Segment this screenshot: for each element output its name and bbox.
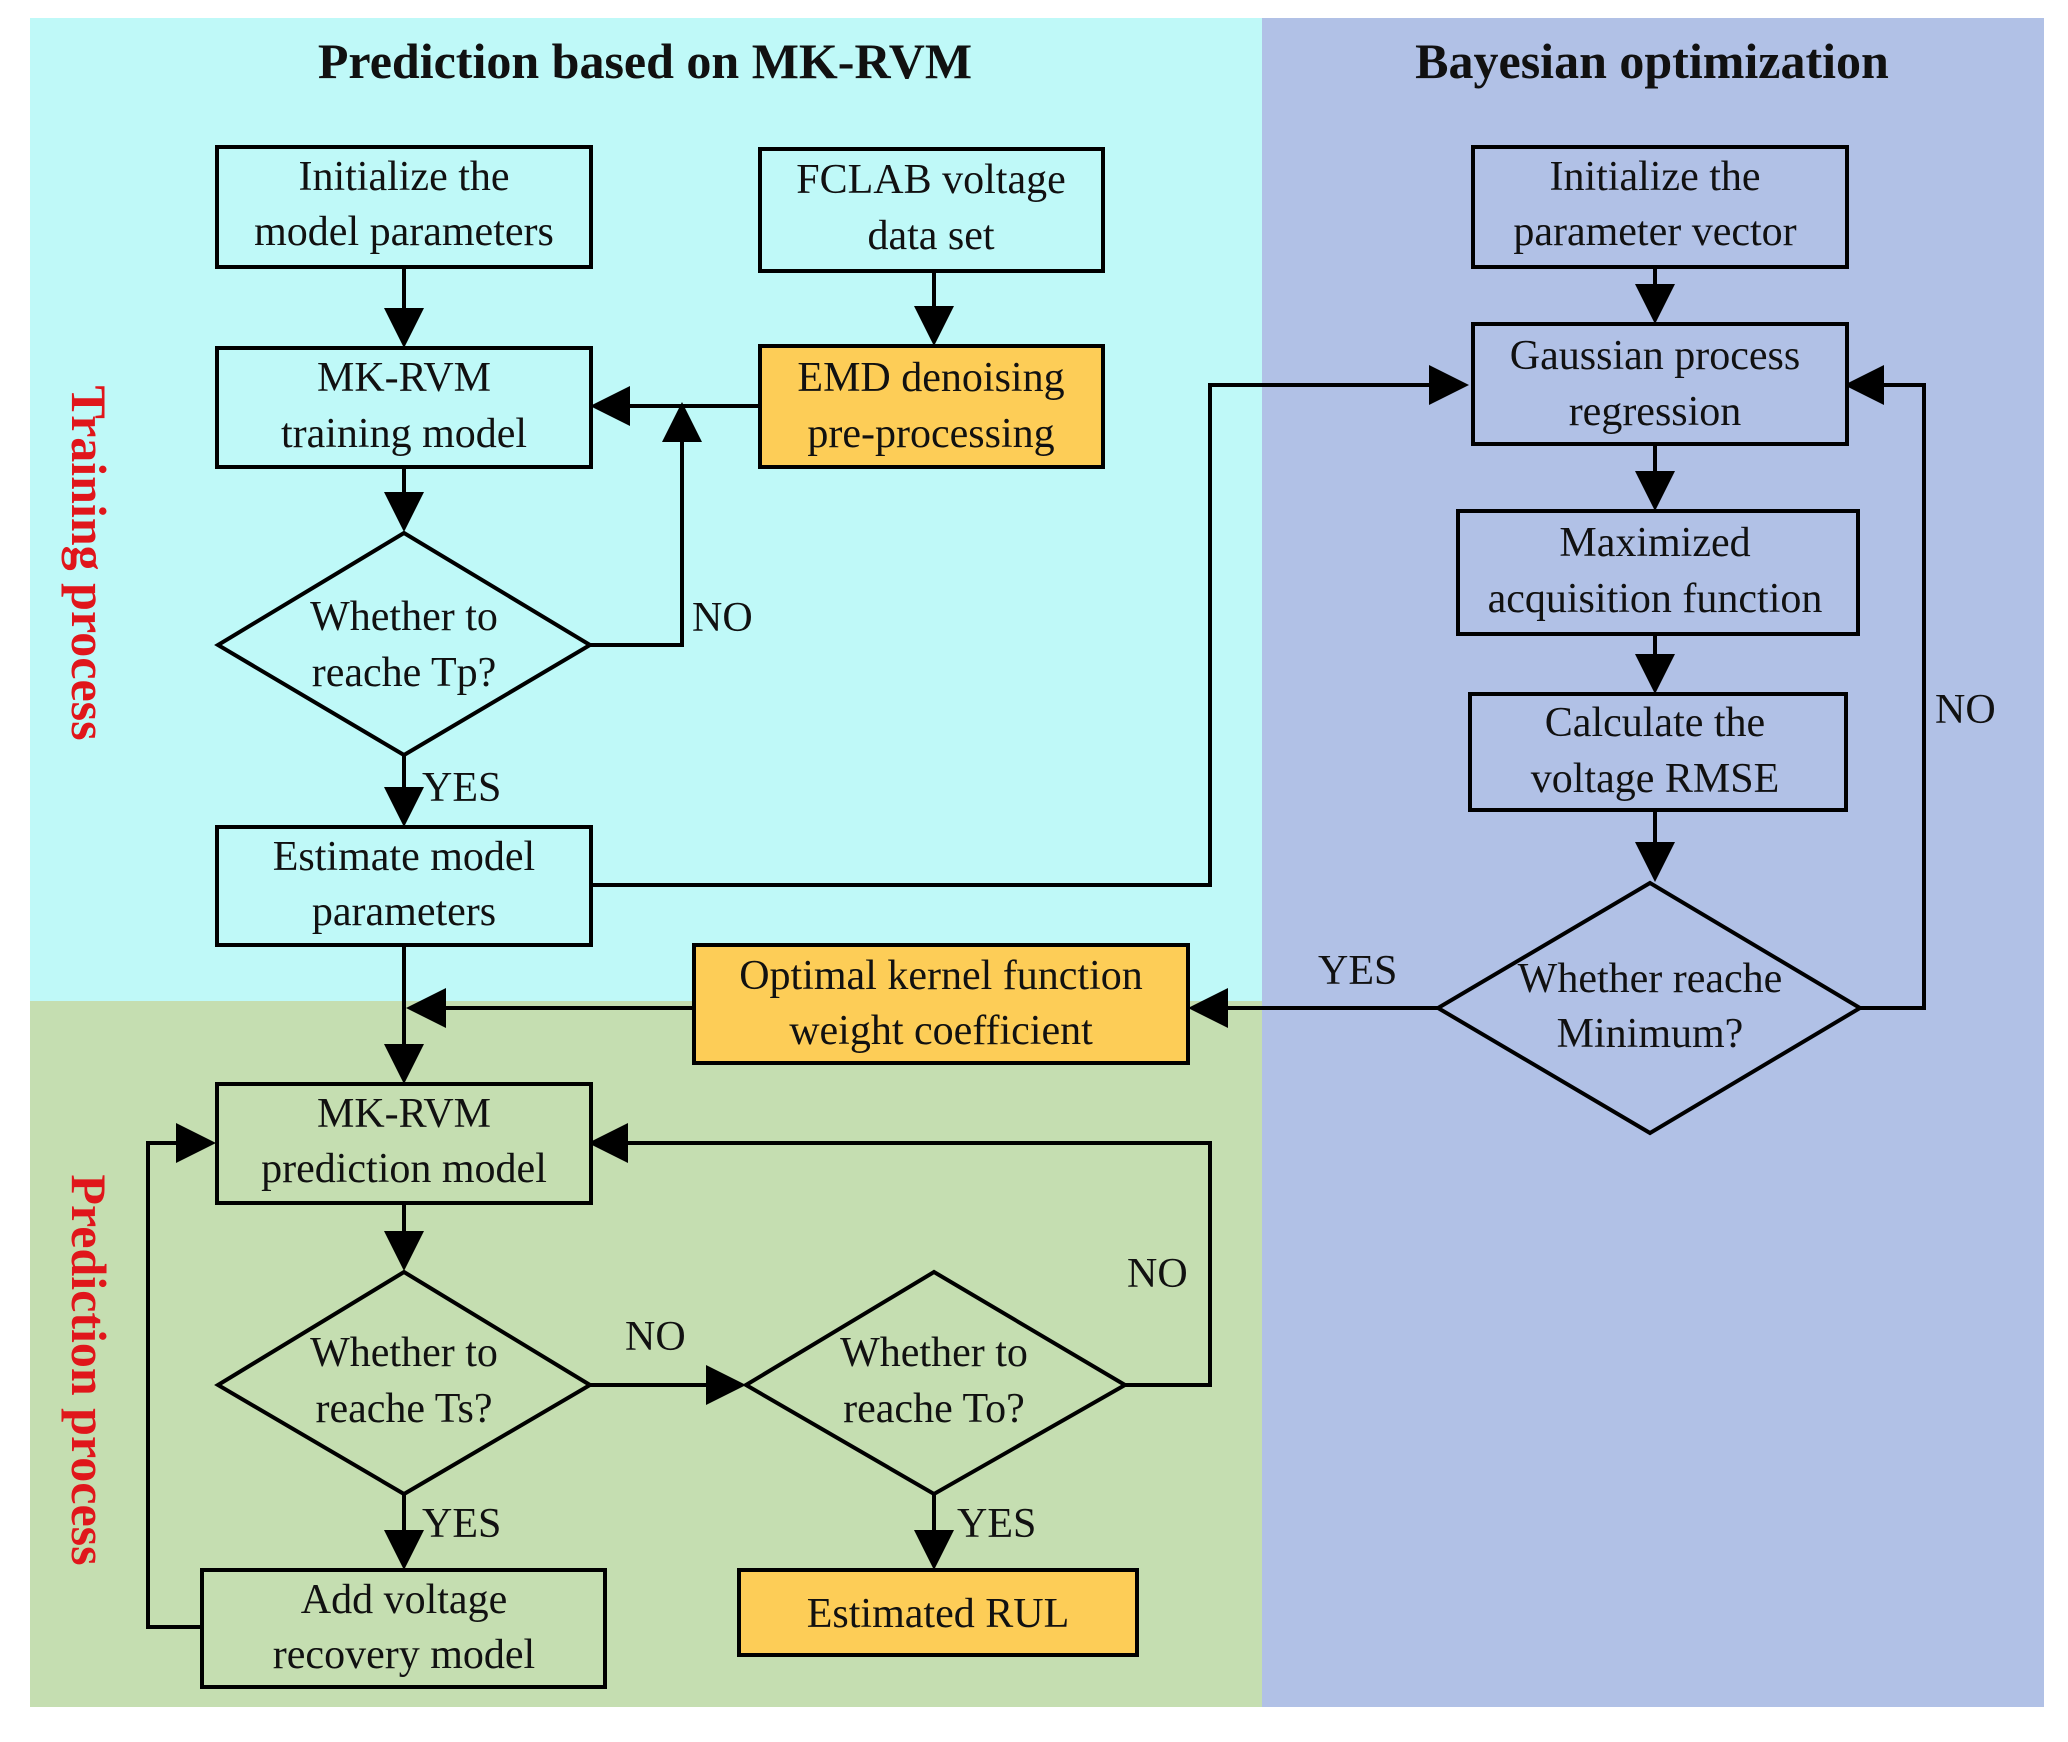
- side-label-training: Training process: [61, 385, 117, 740]
- node-rul: Estimated RUL: [737, 1568, 1139, 1657]
- svg-text:Gaussian process: Gaussian process: [1510, 333, 1800, 379]
- svg-text:regression: regression: [1569, 389, 1742, 435]
- header-left: Prediction based on MK-RVM: [318, 33, 972, 89]
- svg-text:Whether to: Whether to: [310, 594, 498, 640]
- node-reach-ts: Whether to reache Ts?: [214, 1269, 594, 1497]
- label-to-yes: YES: [957, 1501, 1036, 1547]
- svg-text:reache Tp?: reache Tp?: [312, 650, 497, 696]
- label-tp-no: NO: [692, 595, 753, 641]
- node-reach-tp: Whether to reache Tp?: [214, 530, 594, 758]
- node-optimal: Optimal kernel function weight coefficie…: [692, 943, 1190, 1065]
- node-acq: Maximized acquisition function: [1456, 509, 1860, 636]
- svg-text:data set: data set: [867, 213, 994, 259]
- svg-text:Estimated RUL: Estimated RUL: [807, 1591, 1069, 1637]
- node-add-voltage: Add voltage recovery model: [200, 1568, 607, 1689]
- svg-text:parameters: parameters: [312, 889, 496, 935]
- svg-text:pre-processing: pre-processing: [807, 411, 1054, 457]
- svg-text:voltage RMSE: voltage RMSE: [1531, 756, 1780, 802]
- label-tp-yes: YES: [422, 765, 501, 811]
- edge-add-to-pred: [146, 1123, 216, 1629]
- svg-text:reache To?: reache To?: [843, 1386, 1025, 1432]
- label-min-no: NO: [1935, 687, 1996, 733]
- label-to-no: NO: [1127, 1251, 1188, 1297]
- svg-text:MK-RVM: MK-RVM: [317, 1091, 491, 1137]
- svg-text:acquisition function: acquisition function: [1488, 576, 1823, 622]
- svg-text:parameter vector: parameter vector: [1513, 209, 1796, 255]
- node-gpr: Gaussian process regression: [1471, 322, 1849, 446]
- side-label-prediction: Prediction process: [61, 1174, 117, 1565]
- edges: [146, 267, 1926, 1629]
- svg-text:training model: training model: [281, 411, 527, 457]
- edge-estimate-to-gpr: [590, 365, 1469, 887]
- node-init-vector: Initialize the parameter vector: [1471, 145, 1849, 269]
- edge-to-no: [588, 1123, 1212, 1387]
- node-mkrvm-pred: MK-RVM prediction model: [215, 1082, 593, 1205]
- edge-tp-no: [590, 402, 702, 647]
- node-reach-min: Whether reache Minimum?: [1434, 880, 1864, 1136]
- edge-min-no: [1844, 365, 1926, 1010]
- node-mkrvm-train: MK-RVM training model: [215, 346, 593, 469]
- svg-text:Whether reache: Whether reache: [1518, 956, 1783, 1002]
- svg-text:model parameters: model parameters: [254, 209, 554, 255]
- svg-text:FCLAB voltage: FCLAB voltage: [796, 157, 1066, 203]
- node-reach-to: Whether to reache To?: [742, 1269, 1129, 1497]
- svg-text:Optimal kernel function: Optimal kernel function: [739, 953, 1143, 999]
- svg-text:Calculate the: Calculate the: [1545, 700, 1765, 746]
- svg-text:Minimum?: Minimum?: [1557, 1011, 1744, 1057]
- svg-text:MK-RVM: MK-RVM: [317, 355, 491, 401]
- svg-text:Estimate model: Estimate model: [273, 834, 535, 880]
- svg-text:recovery model: recovery model: [273, 1632, 535, 1678]
- svg-text:Whether to: Whether to: [310, 1330, 498, 1376]
- svg-text:Add voltage: Add voltage: [301, 1577, 507, 1623]
- svg-text:weight coefficient: weight coefficient: [789, 1008, 1093, 1054]
- label-ts-no: NO: [625, 1314, 686, 1360]
- svg-text:Maximized: Maximized: [1559, 520, 1750, 566]
- svg-text:prediction model: prediction model: [261, 1146, 547, 1192]
- svg-text:Initialize the: Initialize the: [1549, 154, 1760, 200]
- node-init-model: Initialize the model parameters: [215, 145, 593, 269]
- svg-text:Whether to: Whether to: [840, 1330, 1028, 1376]
- header-right: Bayesian optimization: [1415, 33, 1889, 89]
- svg-text:Initialize the: Initialize the: [298, 154, 509, 200]
- label-min-yes: YES: [1318, 948, 1397, 994]
- label-ts-yes: YES: [422, 1501, 501, 1547]
- svg-text:EMD denoising: EMD denoising: [797, 355, 1064, 401]
- node-estimate: Estimate model parameters: [215, 825, 593, 947]
- node-rmse: Calculate the voltage RMSE: [1468, 692, 1848, 812]
- svg-text:reache Ts?: reache Ts?: [315, 1386, 492, 1432]
- node-emd: EMD denoising pre-processing: [758, 344, 1105, 469]
- node-fclab: FCLAB voltage data set: [758, 147, 1105, 273]
